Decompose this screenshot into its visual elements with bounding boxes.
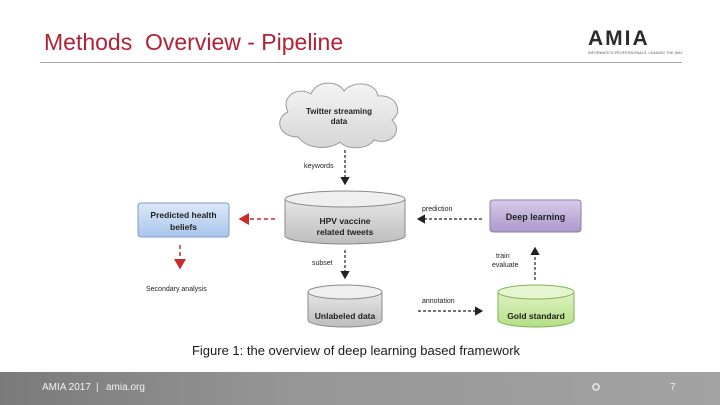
footer-bar: AMIA 2017 | amia.org 7 bbox=[0, 372, 720, 405]
hpv-db-label-line1: HPV vaccine bbox=[319, 216, 370, 226]
subset-label: subset bbox=[312, 260, 333, 267]
evaluate-label: evaluate bbox=[492, 262, 519, 269]
footer-site-link: amia.org bbox=[106, 382, 145, 393]
hpv-tweets-database: HPV vaccine related tweets bbox=[284, 190, 406, 245]
slide-title: Methods Overview - Pipeline bbox=[44, 29, 344, 55]
secondary-analysis-label: Secondary analysis bbox=[146, 286, 207, 293]
footer-separator: | bbox=[96, 382, 99, 393]
gold-standard-label: Gold standard bbox=[507, 311, 565, 321]
train-label: train bbox=[496, 253, 510, 260]
figure-caption: Figure 1: the overview of deep learning … bbox=[191, 343, 521, 358]
unlabeled-label: Unlabeled data bbox=[315, 311, 376, 321]
predicted-health-beliefs-box: Predicted health beliefs bbox=[137, 202, 230, 238]
deep-learning-box: Deep learning bbox=[489, 199, 582, 233]
gold-standard-database: Gold standard bbox=[497, 284, 575, 328]
hpv-db-label-line2: related tweets bbox=[317, 227, 374, 237]
twitter-stream-cloud: Twitter streaming data bbox=[279, 82, 399, 149]
cloud-label-line1: Twitter streaming bbox=[306, 107, 372, 116]
logo-tagline: INFORMATICS PROFESSIONALS. LEADING THE W… bbox=[588, 51, 684, 55]
title-divider bbox=[40, 62, 682, 63]
prediction-label: prediction bbox=[422, 206, 452, 213]
page-number: 7 bbox=[670, 382, 676, 393]
deep-learning-label: Deep learning bbox=[506, 212, 566, 222]
footer-org: AMIA 2017 bbox=[42, 382, 91, 393]
footer-circle-icon bbox=[592, 383, 600, 391]
amia-logo: AMIA INFORMATICS PROFESSIONALS. LEADING … bbox=[588, 27, 684, 56]
keywords-label: keywords bbox=[304, 163, 334, 170]
predicted-label-line2: beliefs bbox=[170, 222, 197, 232]
unlabeled-data-database: Unlabeled data bbox=[307, 284, 383, 328]
annotation-label: annotation bbox=[422, 298, 455, 305]
logo-wordmark: AMIA bbox=[588, 27, 650, 50]
predicted-label-line1: Predicted health bbox=[150, 210, 216, 220]
cloud-label-line2: data bbox=[331, 117, 348, 126]
